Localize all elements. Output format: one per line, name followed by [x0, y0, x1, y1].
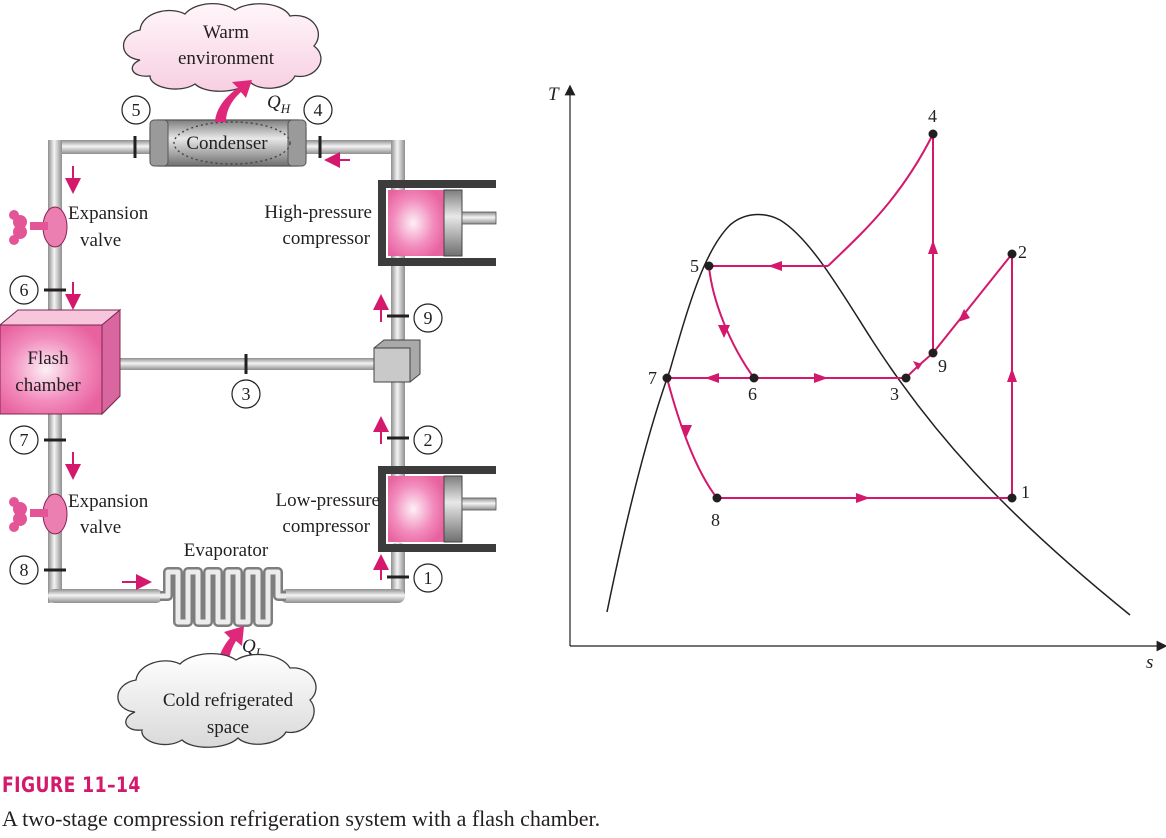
expansion-valve-lower-line1: Expansion	[68, 491, 149, 512]
expansion-valve-lower: Expansion valve	[9, 491, 149, 538]
point-label-8: 8	[711, 510, 720, 530]
expansion-valve-upper-line2: valve	[80, 230, 121, 251]
point-label-7: 7	[648, 368, 657, 388]
cold-space-cloud: Cold refrigerated space	[117, 652, 317, 748]
ql-label: QL	[242, 636, 263, 660]
point-7	[662, 373, 672, 383]
svg-text:3: 3	[242, 384, 251, 404]
low-compressor-line2: compressor	[282, 516, 370, 537]
point-labels: 1 2 3 4 5 6 7 8 9	[648, 106, 1030, 530]
cycle-paths	[666, 133, 1013, 500]
state-ticks	[44, 136, 409, 579]
y-axis-label: T	[548, 84, 560, 105]
warm-cloud-line2: environment	[178, 48, 275, 69]
flash-chamber-line1: Flash	[27, 348, 69, 369]
svg-text:1: 1	[424, 568, 433, 588]
mixing-chamber	[373, 339, 421, 383]
process-2-9	[932, 253, 1013, 354]
point-2	[1007, 249, 1017, 259]
svg-text:8: 8	[20, 560, 29, 580]
state-marker-9: 9	[413, 303, 443, 333]
point-4	[928, 129, 938, 139]
point-label-5: 5	[690, 256, 699, 276]
point-label-2: 2	[1018, 242, 1027, 262]
state-marker-4: 4	[303, 95, 333, 125]
state-marker-2: 2	[413, 425, 443, 455]
point-label-9: 9	[938, 356, 947, 376]
low-compressor-line1: Low-pressure	[276, 490, 380, 511]
state-marker-6: 6	[9, 275, 39, 305]
point-9	[928, 348, 938, 358]
point-5	[704, 261, 714, 271]
state-marker-8: 8	[9, 555, 39, 585]
flow-arrows	[65, 152, 389, 590]
point-label-4: 4	[928, 106, 937, 126]
low-pressure-compressor: Low-pressure compressor	[276, 466, 497, 552]
point-label-1: 1	[1021, 482, 1030, 502]
evaporator-label: Evaporator	[184, 540, 269, 561]
evaporator: Evaporator	[160, 540, 286, 627]
high-compressor-line2: compressor	[282, 228, 370, 249]
process-5-6	[708, 265, 755, 379]
ts-diagram: T s	[548, 84, 1166, 673]
point-8	[712, 493, 722, 503]
point-label-3: 3	[890, 384, 899, 404]
state-marker-5: 5	[121, 95, 151, 125]
svg-text:6: 6	[20, 280, 29, 300]
high-compressor-line1: High-pressure	[264, 202, 372, 223]
process-4-to-sat	[827, 133, 934, 267]
expansion-valve-upper: Expansion valve	[9, 203, 149, 251]
figure-number: FIGURE 11–14	[2, 773, 141, 797]
cold-cloud-line2: space	[207, 717, 249, 738]
heat-rejected-arrow	[215, 80, 252, 122]
point-label-6: 6	[748, 384, 757, 404]
cold-cloud-line1: Cold refrigerated	[163, 690, 294, 711]
point-3	[901, 373, 911, 383]
state-marker-1: 1	[413, 563, 443, 593]
point-1	[1007, 493, 1017, 503]
expansion-valve-upper-line1: Expansion	[68, 203, 149, 224]
condenser: Condenser	[149, 119, 307, 167]
state-marker-7: 7	[9, 425, 39, 455]
schematic: Condenser Warm environment QH High-press…	[0, 3, 497, 748]
piping	[48, 140, 405, 603]
svg-text:5: 5	[132, 100, 141, 120]
state-points	[662, 129, 1017, 503]
warm-environment-cloud: Warm environment	[123, 3, 322, 92]
qh-label: QH	[267, 92, 291, 116]
warm-cloud-line1: Warm	[203, 22, 249, 43]
condenser-label: Condenser	[186, 133, 268, 154]
flash-chamber-line2: chamber	[15, 375, 81, 396]
svg-text:4: 4	[314, 100, 323, 120]
high-pressure-compressor: High-pressure compressor	[264, 180, 497, 266]
point-6	[749, 373, 759, 383]
state-marker-3: 3	[231, 379, 261, 409]
cycle-arrows	[680, 240, 1017, 503]
svg-text:9: 9	[424, 308, 433, 328]
figure-caption: A two-stage compression refrigeration sy…	[2, 806, 601, 831]
x-axis-label: s	[1146, 652, 1153, 673]
state-markers: 5 4 6 9 3 7 2 8 1	[9, 95, 443, 593]
process-7-8	[666, 377, 718, 499]
expansion-valve-lower-line2: valve	[80, 517, 121, 538]
flash-chamber: Flash chamber	[0, 308, 122, 416]
svg-text:2: 2	[424, 430, 433, 450]
saturation-dome	[606, 213, 1131, 616]
svg-text:7: 7	[20, 430, 29, 450]
